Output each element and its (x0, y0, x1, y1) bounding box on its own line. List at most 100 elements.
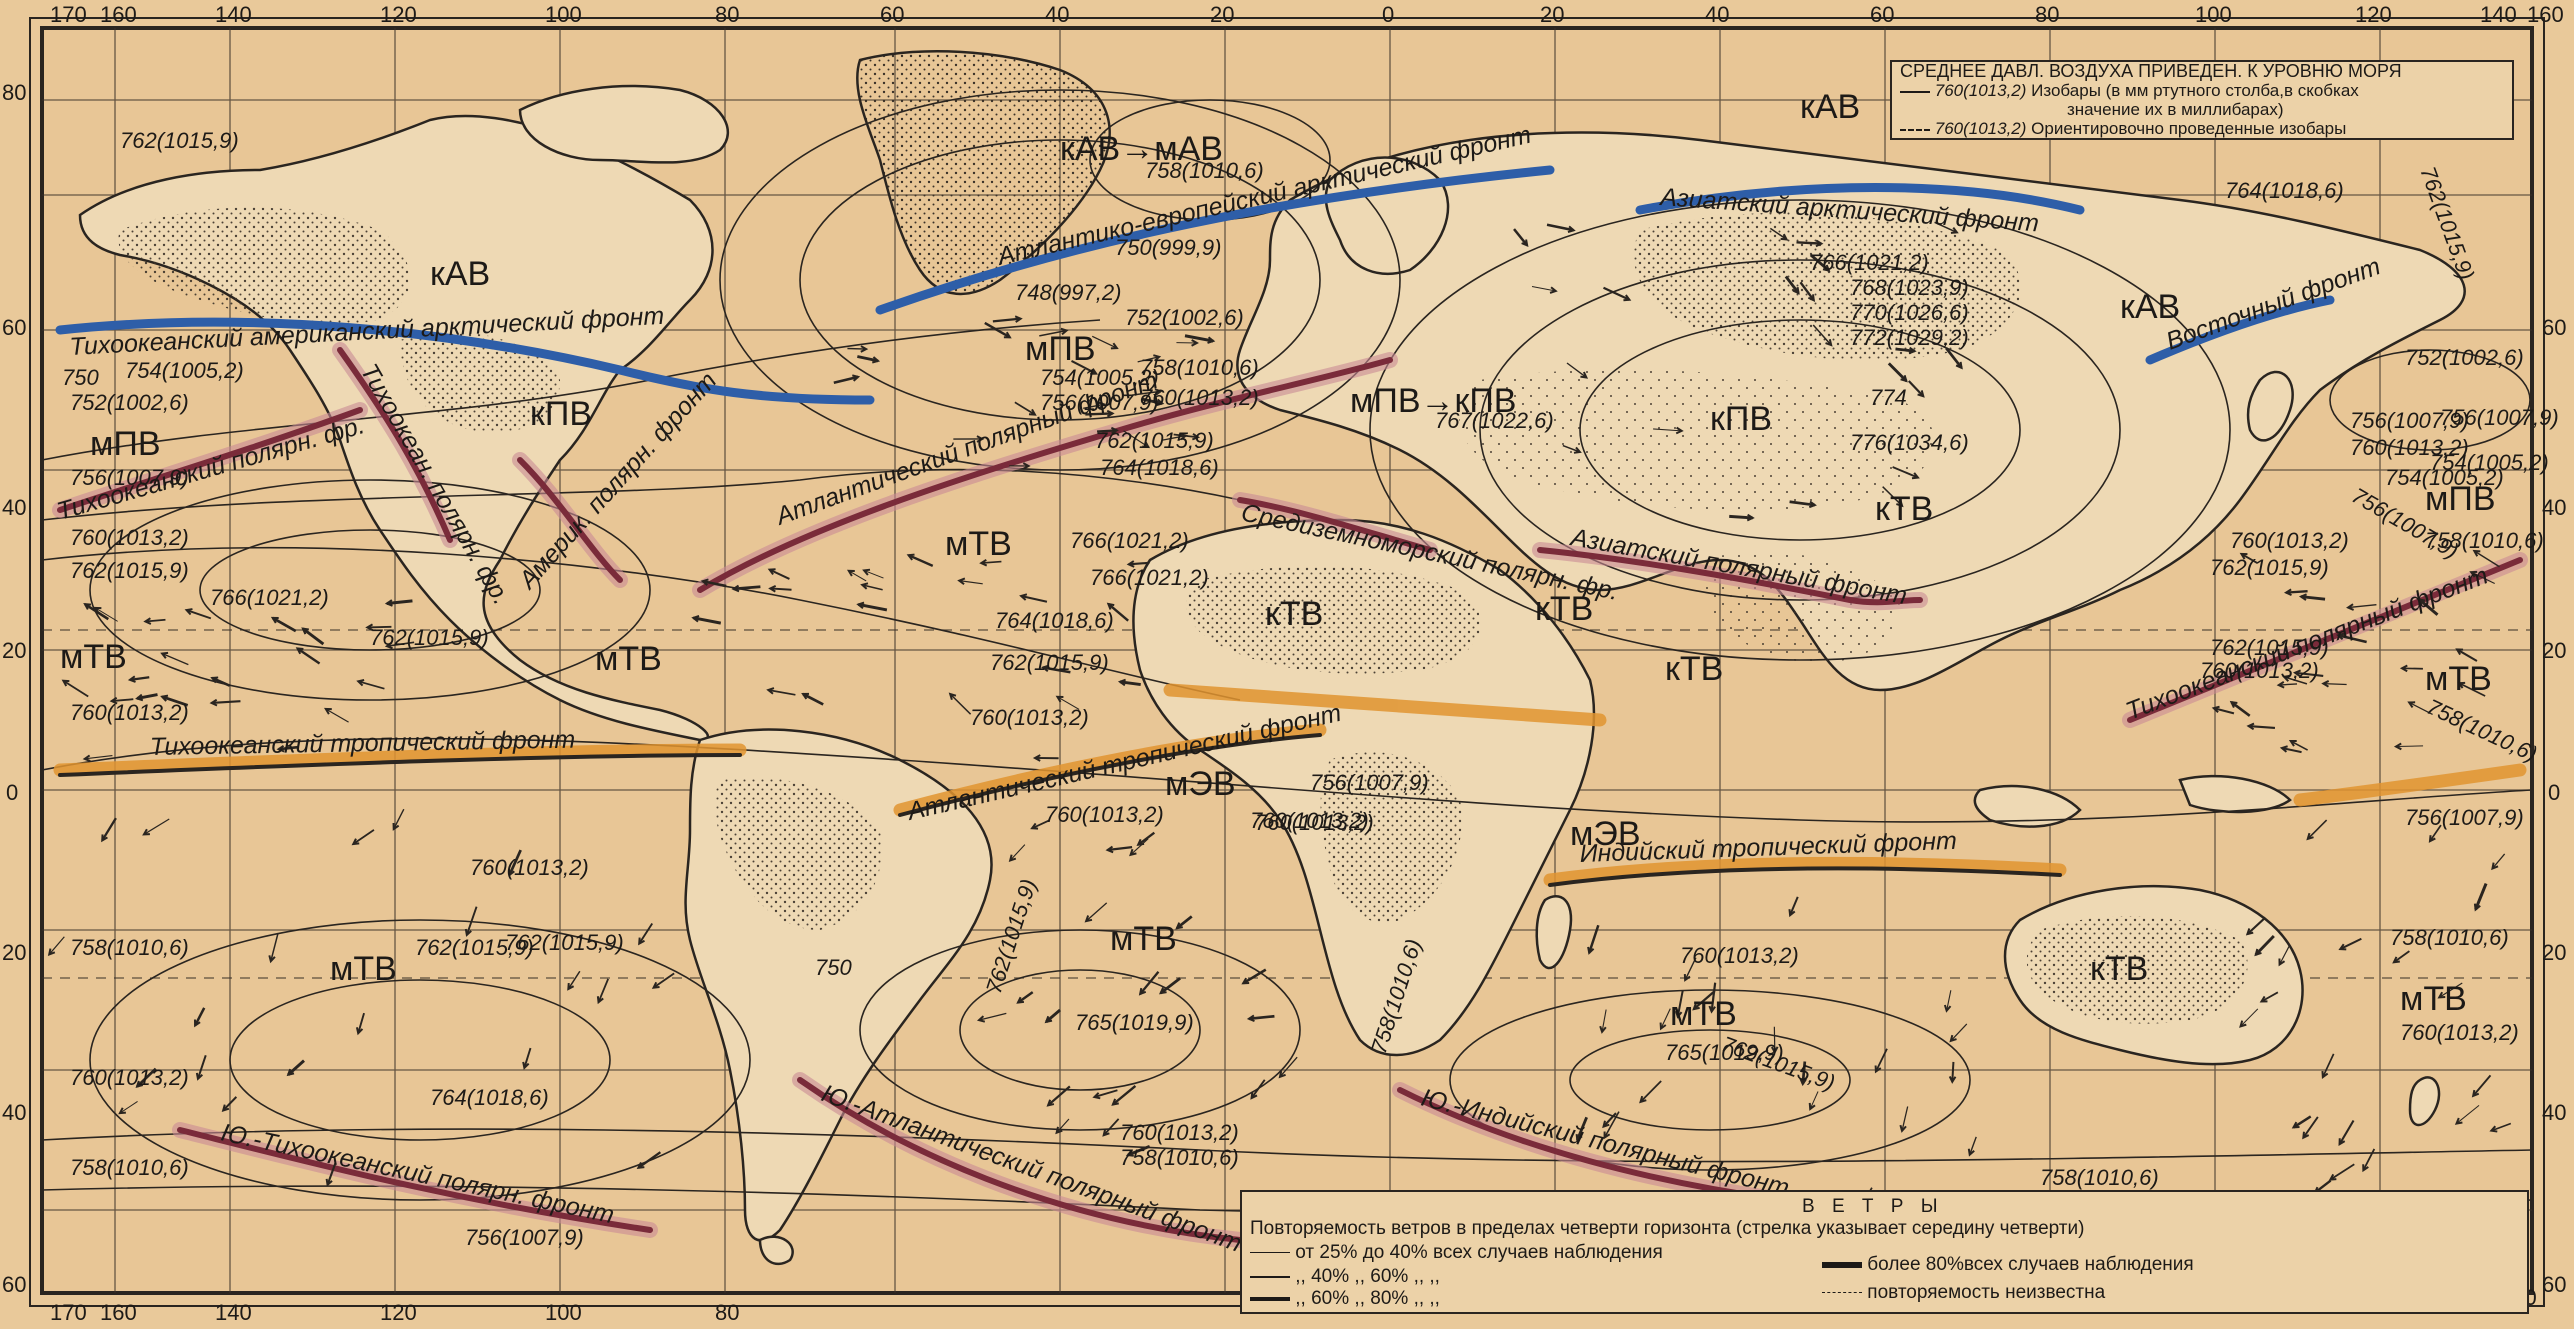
wind-arrow-head (221, 1104, 230, 1112)
wind-arrow (1176, 915, 1193, 930)
wind-arrow-head (1799, 1078, 1807, 1087)
wind-arrow (95, 607, 118, 622)
wind-arrow (1091, 335, 1118, 349)
isobar-label: 752(1002,6) (2405, 345, 2524, 370)
isobar-label: 762(1015,9) (990, 650, 1109, 675)
solid-line-symbol (1900, 90, 1930, 93)
isobar-label: 766(1021,2) (1810, 250, 1929, 275)
top-tick: 160 (100, 2, 137, 27)
left-tick: 0 (6, 780, 18, 805)
wind-arrow-head (195, 1072, 204, 1081)
isobar-label: 750 (815, 955, 852, 980)
isobar-label: 758(1010,6) (2390, 925, 2509, 950)
wind-arrow (1103, 1118, 1120, 1136)
wind-legend-text-unknown: повторяемость неизвестна (1867, 1282, 2106, 1303)
arrow-60-icon (1250, 1296, 1290, 1301)
wind-arrow (1796, 241, 1822, 245)
wind-arrow (2418, 598, 2439, 616)
indonesia (1973, 784, 2082, 828)
wind-arrow (2456, 1105, 2480, 1124)
wind-arrow-head (276, 744, 285, 753)
air-mass: мПВ (90, 425, 161, 463)
wind-arrow-head (801, 692, 810, 700)
wind-arrow-head (860, 582, 869, 590)
wind-arrow (1020, 594, 1048, 603)
wind-arrow-head (1030, 822, 1039, 830)
legend-row-approx: 760(1013,2) Ориентировочно проведенные и… (1892, 119, 2512, 138)
wind-arrow-head (1575, 1134, 1583, 1143)
air-mass: кАВ (1800, 88, 1860, 126)
isobar-label: 760(1013,2) (2400, 1020, 2519, 1045)
wind-arrow (296, 647, 321, 665)
left-tick: 60 (2, 1272, 26, 1297)
wind-arrow-head (135, 1080, 144, 1089)
wind-arrow (186, 609, 212, 620)
bottom-tick: 100 (545, 1300, 582, 1325)
wind-arrow-head (384, 599, 393, 607)
wind-arrow-head (93, 606, 102, 614)
wind-arrow-head (1046, 1099, 1055, 1107)
wind-arrow (833, 375, 859, 385)
wind-arrow-head (2469, 570, 2478, 578)
isobar-label: 754(1005,2) (2385, 465, 2504, 490)
wind-arrow (1660, 1008, 1671, 1029)
wind-arrow-head (82, 754, 91, 763)
wind-arrow-head (1008, 854, 1017, 863)
wind-arrow-head (1580, 371, 1589, 379)
isobar-label: 766(1021,2) (1070, 528, 1189, 553)
wind-legend-title: В Е Т Р Ы (1802, 1196, 1944, 1217)
wind-arrow (2254, 934, 2275, 956)
wind-arrow-head (2291, 1121, 2300, 1129)
wind-arrow-head (1599, 1025, 1607, 1034)
wind-arrow (638, 922, 654, 945)
wind-arrow-head (2298, 593, 2307, 601)
wind-arrow (2283, 676, 2308, 685)
wind-legend-text-40: ,, 40% ,, 60% ,, ,, (1295, 1266, 1440, 1287)
wind-arrow (1576, 1116, 1588, 1141)
wind-arrow (769, 568, 790, 580)
wind-arrow-head (2239, 552, 2248, 560)
wind-arrow (111, 698, 134, 703)
arrow-unknown-icon (1822, 1292, 1862, 1294)
front-line-pac-polar (57, 407, 363, 513)
wind-arrow (211, 676, 231, 687)
legend-isobar-text-2: значение их в миллибарах) (2067, 100, 2284, 119)
wind-arrow (2213, 707, 2235, 715)
wind-arrow-head (1092, 1092, 1101, 1100)
top-tick: 20 (1540, 2, 1564, 27)
wind-arrow (1951, 1061, 1955, 1082)
wind-arrow-head (384, 641, 393, 650)
wind-arrow-head (2306, 832, 2314, 841)
air-mass: кТВ (2090, 950, 2148, 988)
wind-arrow-head (209, 698, 218, 707)
wind-arrow (949, 693, 972, 715)
wind-arrow (1729, 514, 1753, 520)
wind-arrow (352, 829, 375, 845)
wind-arrow (393, 808, 405, 830)
legend-row-isobar: 760(1013,2) Изобары (в мм ртутного столб… (1892, 81, 2512, 100)
wind-arrow-head (767, 568, 776, 576)
wind-arrow-head (1102, 1129, 1110, 1137)
wind-arrow (101, 817, 117, 842)
wind-arrow (119, 1101, 138, 1114)
wind-arrow (2290, 740, 2309, 751)
wind-arrow-head (1241, 977, 1250, 985)
wind-arrow-head (270, 616, 279, 624)
wind-arrow-head (852, 374, 861, 382)
wind-arrow-head (1943, 1004, 1952, 1013)
top-tick: 140 (2480, 2, 2517, 27)
wind-arrow (2329, 1163, 2355, 1181)
japan (2246, 370, 2294, 442)
front-line-am-polar (517, 457, 623, 583)
wind-arrow-head (193, 1019, 201, 1028)
wind-arrow (2322, 1053, 2335, 1078)
wind-arrow (523, 1047, 532, 1069)
wind-arrow-head (1098, 401, 1107, 409)
top-tick: 120 (380, 2, 417, 27)
wind-arrow-head (1110, 342, 1119, 350)
wind-legend-text-60: ,, 60% ,, 80% ,, ,, (1295, 1288, 1440, 1309)
left-tick: 80 (2, 80, 26, 105)
wind-arrow (1137, 356, 1160, 363)
new-zealand (2408, 1076, 2441, 1127)
wind-arrow (1566, 362, 1587, 379)
